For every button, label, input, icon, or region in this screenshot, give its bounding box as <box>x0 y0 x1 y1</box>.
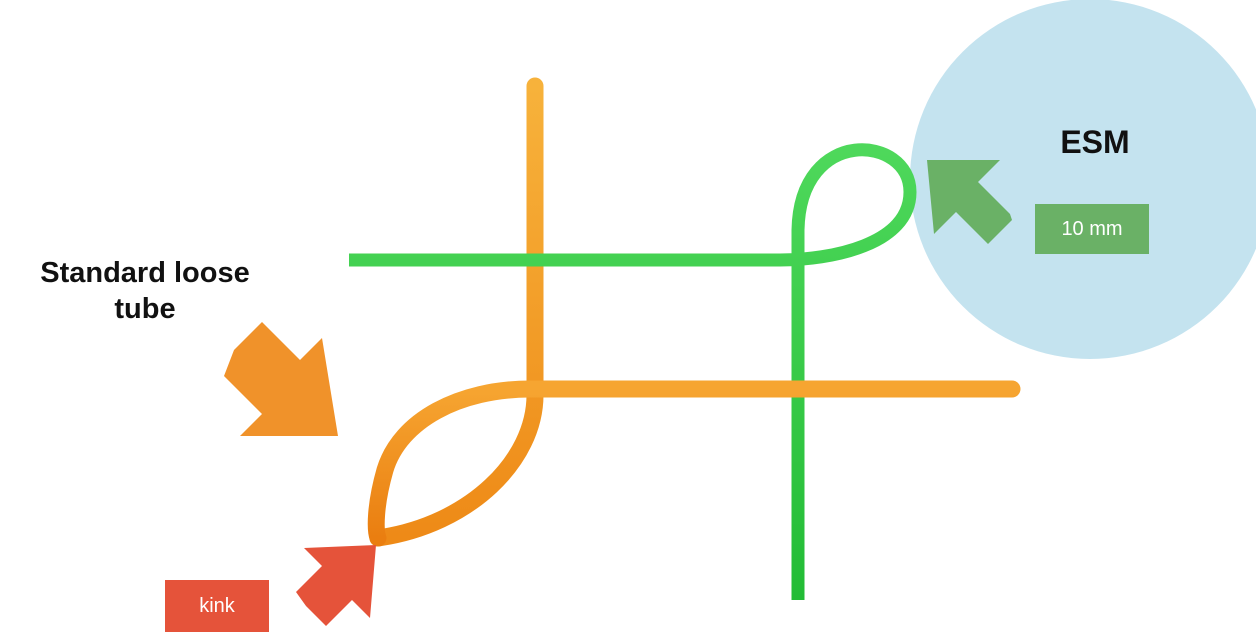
orange-tube-vertical <box>378 86 535 538</box>
orange-arrow-icon <box>224 322 338 436</box>
orange-tube-horizontal <box>376 389 1012 538</box>
bend-radius-tag: 10 mm <box>1035 204 1149 254</box>
esm-label: ESM <box>1045 124 1145 160</box>
kink-tag: kink <box>165 580 269 632</box>
standard-loose-tube-label: Standard loose tube <box>10 255 280 327</box>
red-arrow-icon <box>296 545 376 626</box>
green-tube-loop <box>349 150 910 600</box>
